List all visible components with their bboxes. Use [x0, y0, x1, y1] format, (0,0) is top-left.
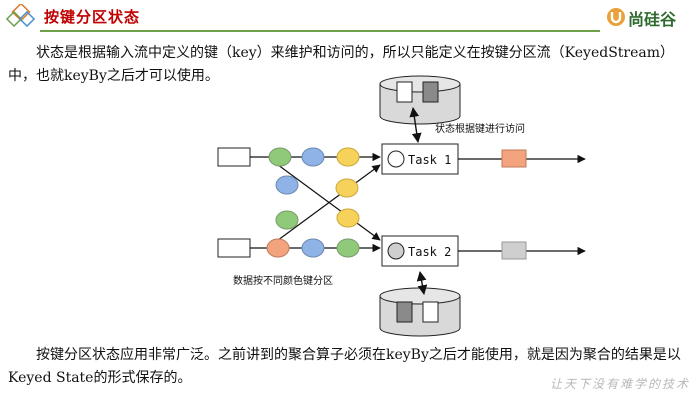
state-store-top: [379, 75, 461, 125]
task-2-label: Task 2: [408, 245, 451, 259]
task-1-label: Task 1: [408, 153, 451, 167]
record-blue: [301, 147, 325, 167]
task-2-box: Task 2: [381, 235, 459, 267]
header-divider: [40, 30, 600, 32]
state-access-arrow-top: [409, 107, 422, 143]
record-blue: [275, 175, 299, 195]
task-1-box: Task 1: [381, 143, 459, 175]
record-yellow: [335, 178, 359, 198]
state-access-label: 状态根据键进行访问: [435, 122, 525, 135]
keyed-state-diagram: 状态根据键进行访问 Task 1 Task 2 数据按不同颜色键分区: [217, 75, 586, 337]
state-entry-dark: [422, 81, 439, 103]
task-1-output-record: [501, 149, 527, 168]
state-access-arrow-bottom: [416, 271, 428, 295]
brand-u-icon: [607, 8, 625, 26]
record-green: [268, 147, 292, 167]
state-entry-light: [422, 301, 439, 323]
record-green: [275, 210, 299, 230]
record-green: [336, 238, 360, 258]
record-blue: [301, 238, 325, 258]
brand-name: 尚硅谷: [628, 10, 677, 29]
intro-paragraph: 状态是根据输入流中定义的键（key）来维护和访问的，所以只能定义在按键分区流（K…: [8, 45, 675, 84]
usage-paragraph: 按键分区状态应用非常广泛。之前讲到的聚合算子必须在keyBy之后才能使用，就是因…: [8, 347, 681, 386]
state-entry-dark: [396, 301, 413, 323]
slide-header: 按键分区状态 尚硅谷: [0, 0, 700, 36]
partition-label: 数据按不同颜色键分区: [233, 274, 333, 287]
diamond-logo-icon: [6, 4, 36, 28]
task-2-output-record: [501, 241, 527, 260]
record-yellow: [336, 208, 360, 228]
record-orange: [266, 238, 290, 258]
page-title: 按键分区状态: [44, 8, 141, 26]
record-yellow: [336, 147, 360, 167]
source-box-1: [217, 147, 251, 167]
footer-watermark: 让天下没有难学的技术: [549, 377, 690, 391]
brand-logo: 尚硅谷: [606, 6, 696, 30]
state-store-bottom: [379, 287, 461, 337]
state-entry-light: [396, 81, 413, 103]
source-box-2: [217, 238, 251, 258]
